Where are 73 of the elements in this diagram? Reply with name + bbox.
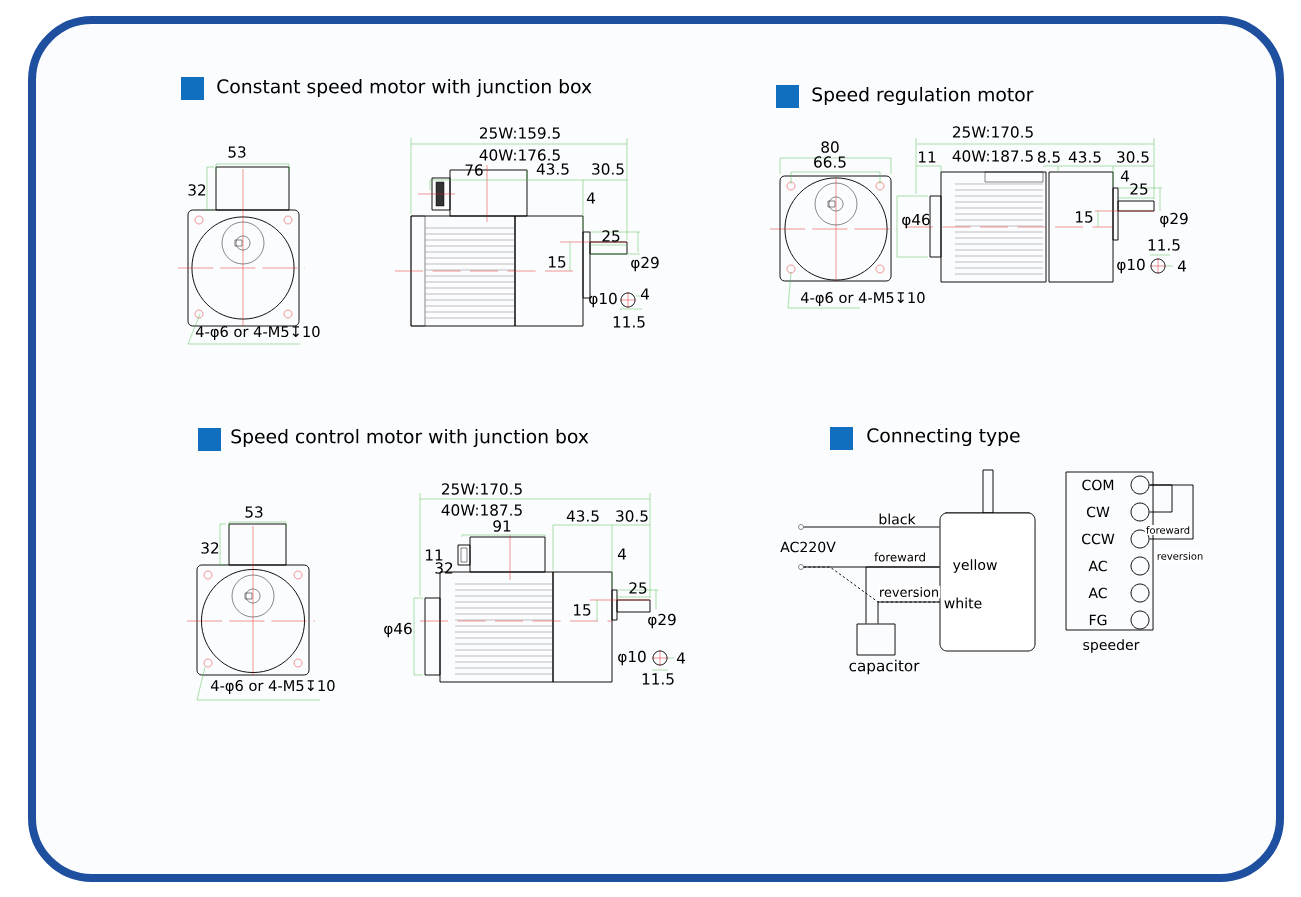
dimension-label: 30.5 bbox=[592, 163, 624, 175]
dimension-label: 15 bbox=[574, 604, 591, 616]
dimension-label: 30.5 bbox=[616, 510, 648, 522]
dimension-label: 4 bbox=[1120, 170, 1129, 182]
dimension-label: 11.5 bbox=[642, 673, 674, 685]
voltage-label: AC220V bbox=[780, 541, 836, 553]
dimension-label: 4 bbox=[586, 192, 595, 204]
dimension-label: φ29 bbox=[648, 613, 676, 629]
dimension-label: φ29 bbox=[1160, 212, 1188, 228]
dimension-label: φ10 bbox=[618, 650, 646, 666]
dimension-label: 32 bbox=[435, 562, 453, 574]
terminal-circle bbox=[1130, 583, 1150, 603]
section-heading: Speed control motor with junction box bbox=[231, 428, 589, 448]
dimension-label: 32 bbox=[188, 184, 206, 196]
section-heading: Connecting type bbox=[867, 427, 1020, 447]
dimension-label: 11.5 bbox=[613, 316, 645, 328]
dimension-label: φ46 bbox=[902, 213, 930, 229]
node-label: AC bbox=[1088, 560, 1107, 572]
dimension-label: 25W:170.5 bbox=[953, 126, 1033, 138]
section-heading: Constant speed motor with junction box bbox=[217, 78, 592, 98]
dimension-label: 25 bbox=[602, 230, 620, 242]
edge-label: foreward bbox=[872, 551, 928, 563]
dimension-label: 15 bbox=[1076, 211, 1093, 223]
dimension-label: 8.5 bbox=[1037, 151, 1060, 163]
dimension-label: 43.5 bbox=[566, 510, 599, 522]
node-label: FG bbox=[1089, 614, 1107, 626]
section-heading: Speed regulation motor bbox=[812, 86, 1034, 106]
dimension-label: 66.5 bbox=[814, 156, 846, 168]
dimension-label: 4 bbox=[1177, 260, 1186, 272]
dimension-label: 53 bbox=[245, 506, 263, 518]
dimension-label: 40W:187.5 bbox=[441, 504, 522, 516]
dimension-label: 11.5 bbox=[1148, 239, 1180, 251]
mounting-hole-note: 4-φ6 or 4-M5↧10 bbox=[800, 292, 925, 306]
dimension-label: 43.5 bbox=[1068, 151, 1101, 163]
dimension-label: 25 bbox=[1130, 183, 1148, 195]
dimension-label: 91 bbox=[493, 520, 511, 532]
dimension-label: 43.5 bbox=[536, 163, 569, 175]
node-label: CW bbox=[1086, 506, 1110, 518]
dimension-label: 32 bbox=[201, 542, 219, 554]
edge-label: foreward bbox=[1144, 525, 1192, 536]
dimension-label: 76 bbox=[465, 164, 483, 176]
dimension-label: 40W:187.5 bbox=[952, 150, 1033, 162]
dimension-label: φ29 bbox=[631, 256, 659, 272]
dimension-label: 15 bbox=[549, 256, 566, 268]
dimension-label: 53 bbox=[228, 146, 246, 158]
dimension-label: 4 bbox=[617, 548, 626, 560]
speeder-caption: speeder bbox=[1083, 639, 1140, 653]
mounting-hole-note: 4-φ6 or 4-M5↧10 bbox=[210, 680, 335, 694]
terminal-circle bbox=[1130, 556, 1150, 576]
dimension-label: 40W:176.5 bbox=[479, 149, 560, 161]
node-label: CCW bbox=[1082, 533, 1115, 545]
dimension-label: 11 bbox=[426, 549, 443, 561]
edge-label: reversion bbox=[1155, 551, 1205, 562]
capacitor-caption: capacitor bbox=[849, 659, 920, 675]
motor-body: yellow white bbox=[939, 469, 1036, 652]
terminal-circle bbox=[1130, 475, 1150, 495]
mounting-hole-note: 4-φ6 or 4-M5↧10 bbox=[195, 326, 320, 340]
dimension-label: φ46 bbox=[384, 622, 412, 638]
dimension-label: φ10 bbox=[1117, 258, 1145, 274]
dimension-label: 11 bbox=[919, 151, 936, 163]
dimension-label: 4 bbox=[640, 288, 649, 300]
terminal-circle bbox=[1130, 610, 1150, 630]
dimension-label: 30.5 bbox=[1117, 151, 1149, 163]
node-label: AC bbox=[1088, 587, 1107, 599]
dimension-label: φ10 bbox=[589, 292, 617, 308]
dimension-label: 25W:170.5 bbox=[442, 483, 522, 495]
dimension-label: 4 bbox=[676, 652, 685, 664]
terminal-circle bbox=[1130, 502, 1150, 522]
dimension-label: 80 bbox=[821, 141, 839, 153]
dimension-label: 25W:159.5 bbox=[480, 127, 560, 139]
edge-label: black bbox=[877, 512, 917, 526]
node-label: COM bbox=[1082, 479, 1114, 491]
dimension-label: 25 bbox=[629, 582, 647, 594]
